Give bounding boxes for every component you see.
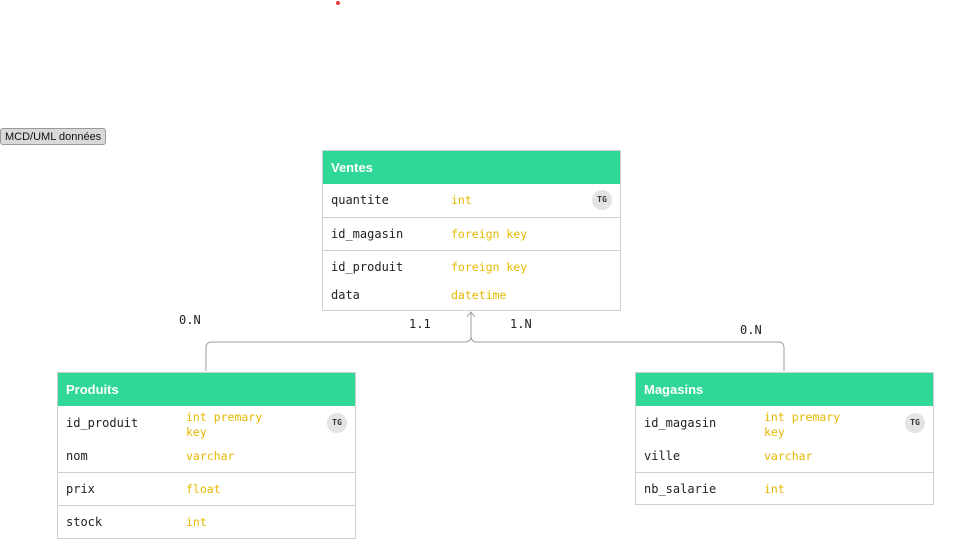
table-row[interactable]: ville varchar: [636, 441, 933, 472]
field-type: int premary key: [764, 410, 841, 439]
arrowhead-icon: [466, 311, 476, 318]
table-magasins[interactable]: Magasins id_magasin int premary key TG v…: [635, 372, 934, 505]
table-ventes-header[interactable]: Ventes: [323, 151, 620, 184]
table-row[interactable]: nb_salarie int: [636, 472, 933, 505]
table-magasins-header[interactable]: Magasins: [636, 373, 933, 406]
tg-badge-icon[interactable]: TG: [327, 413, 347, 433]
field-type: int: [764, 482, 785, 496]
field-name: nb_salarie: [644, 482, 717, 496]
connector-produits-ventes: [205, 312, 472, 371]
field-name: data: [331, 288, 360, 302]
table-row[interactable]: id_magasin foreign key: [323, 217, 620, 250]
field-type: int: [451, 193, 472, 207]
table-produits-header[interactable]: Produits: [58, 373, 355, 406]
field-type: foreign key: [451, 227, 528, 241]
table-row[interactable]: id_produit foreign key: [323, 250, 620, 283]
table-row[interactable]: nom varchar: [58, 441, 355, 472]
table-row[interactable]: data datetime: [323, 283, 620, 310]
field-name: id_magasin: [331, 227, 404, 241]
tg-badge-icon[interactable]: TG: [592, 190, 612, 210]
table-produits[interactable]: Produits id_produit int premary key TG n…: [57, 372, 356, 539]
cardinality-produits: 0.N: [179, 313, 201, 327]
field-name: nom: [66, 449, 88, 463]
cardinality-ventes-right: 1.N: [510, 317, 532, 331]
field-type: varchar: [186, 449, 235, 463]
field-type: foreign key: [451, 260, 528, 274]
table-ventes[interactable]: Ventes quantite int TG id_magasin foreig…: [322, 150, 621, 311]
connector-magasins-ventes: [470, 335, 785, 371]
field-name: id_produit: [331, 260, 404, 274]
table-row[interactable]: id_magasin int premary key TG: [636, 406, 933, 441]
field-type: int: [186, 515, 207, 529]
field-name: id_produit: [66, 416, 139, 430]
canvas-marker-dot: [336, 1, 340, 5]
table-row[interactable]: id_produit int premary key TG: [58, 406, 355, 441]
field-name: ville: [644, 449, 681, 463]
cardinality-ventes-left: 1.1: [409, 317, 431, 331]
field-type: varchar: [764, 449, 813, 463]
field-type: datetime: [451, 288, 507, 302]
frame-label[interactable]: MCD/UML données: [0, 128, 107, 145]
field-type: float: [186, 482, 221, 496]
table-row[interactable]: quantite int TG: [323, 184, 620, 217]
table-row[interactable]: prix float: [58, 472, 355, 505]
field-name: id_magasin: [644, 416, 717, 430]
field-name: quantite: [331, 193, 389, 207]
field-name: prix: [66, 482, 95, 496]
table-row[interactable]: stock int: [58, 505, 355, 538]
cardinality-magasins: 0.N: [740, 323, 762, 337]
tg-badge-icon[interactable]: TG: [905, 413, 925, 433]
field-name: stock: [66, 515, 103, 529]
field-type: int premary key: [186, 410, 263, 439]
